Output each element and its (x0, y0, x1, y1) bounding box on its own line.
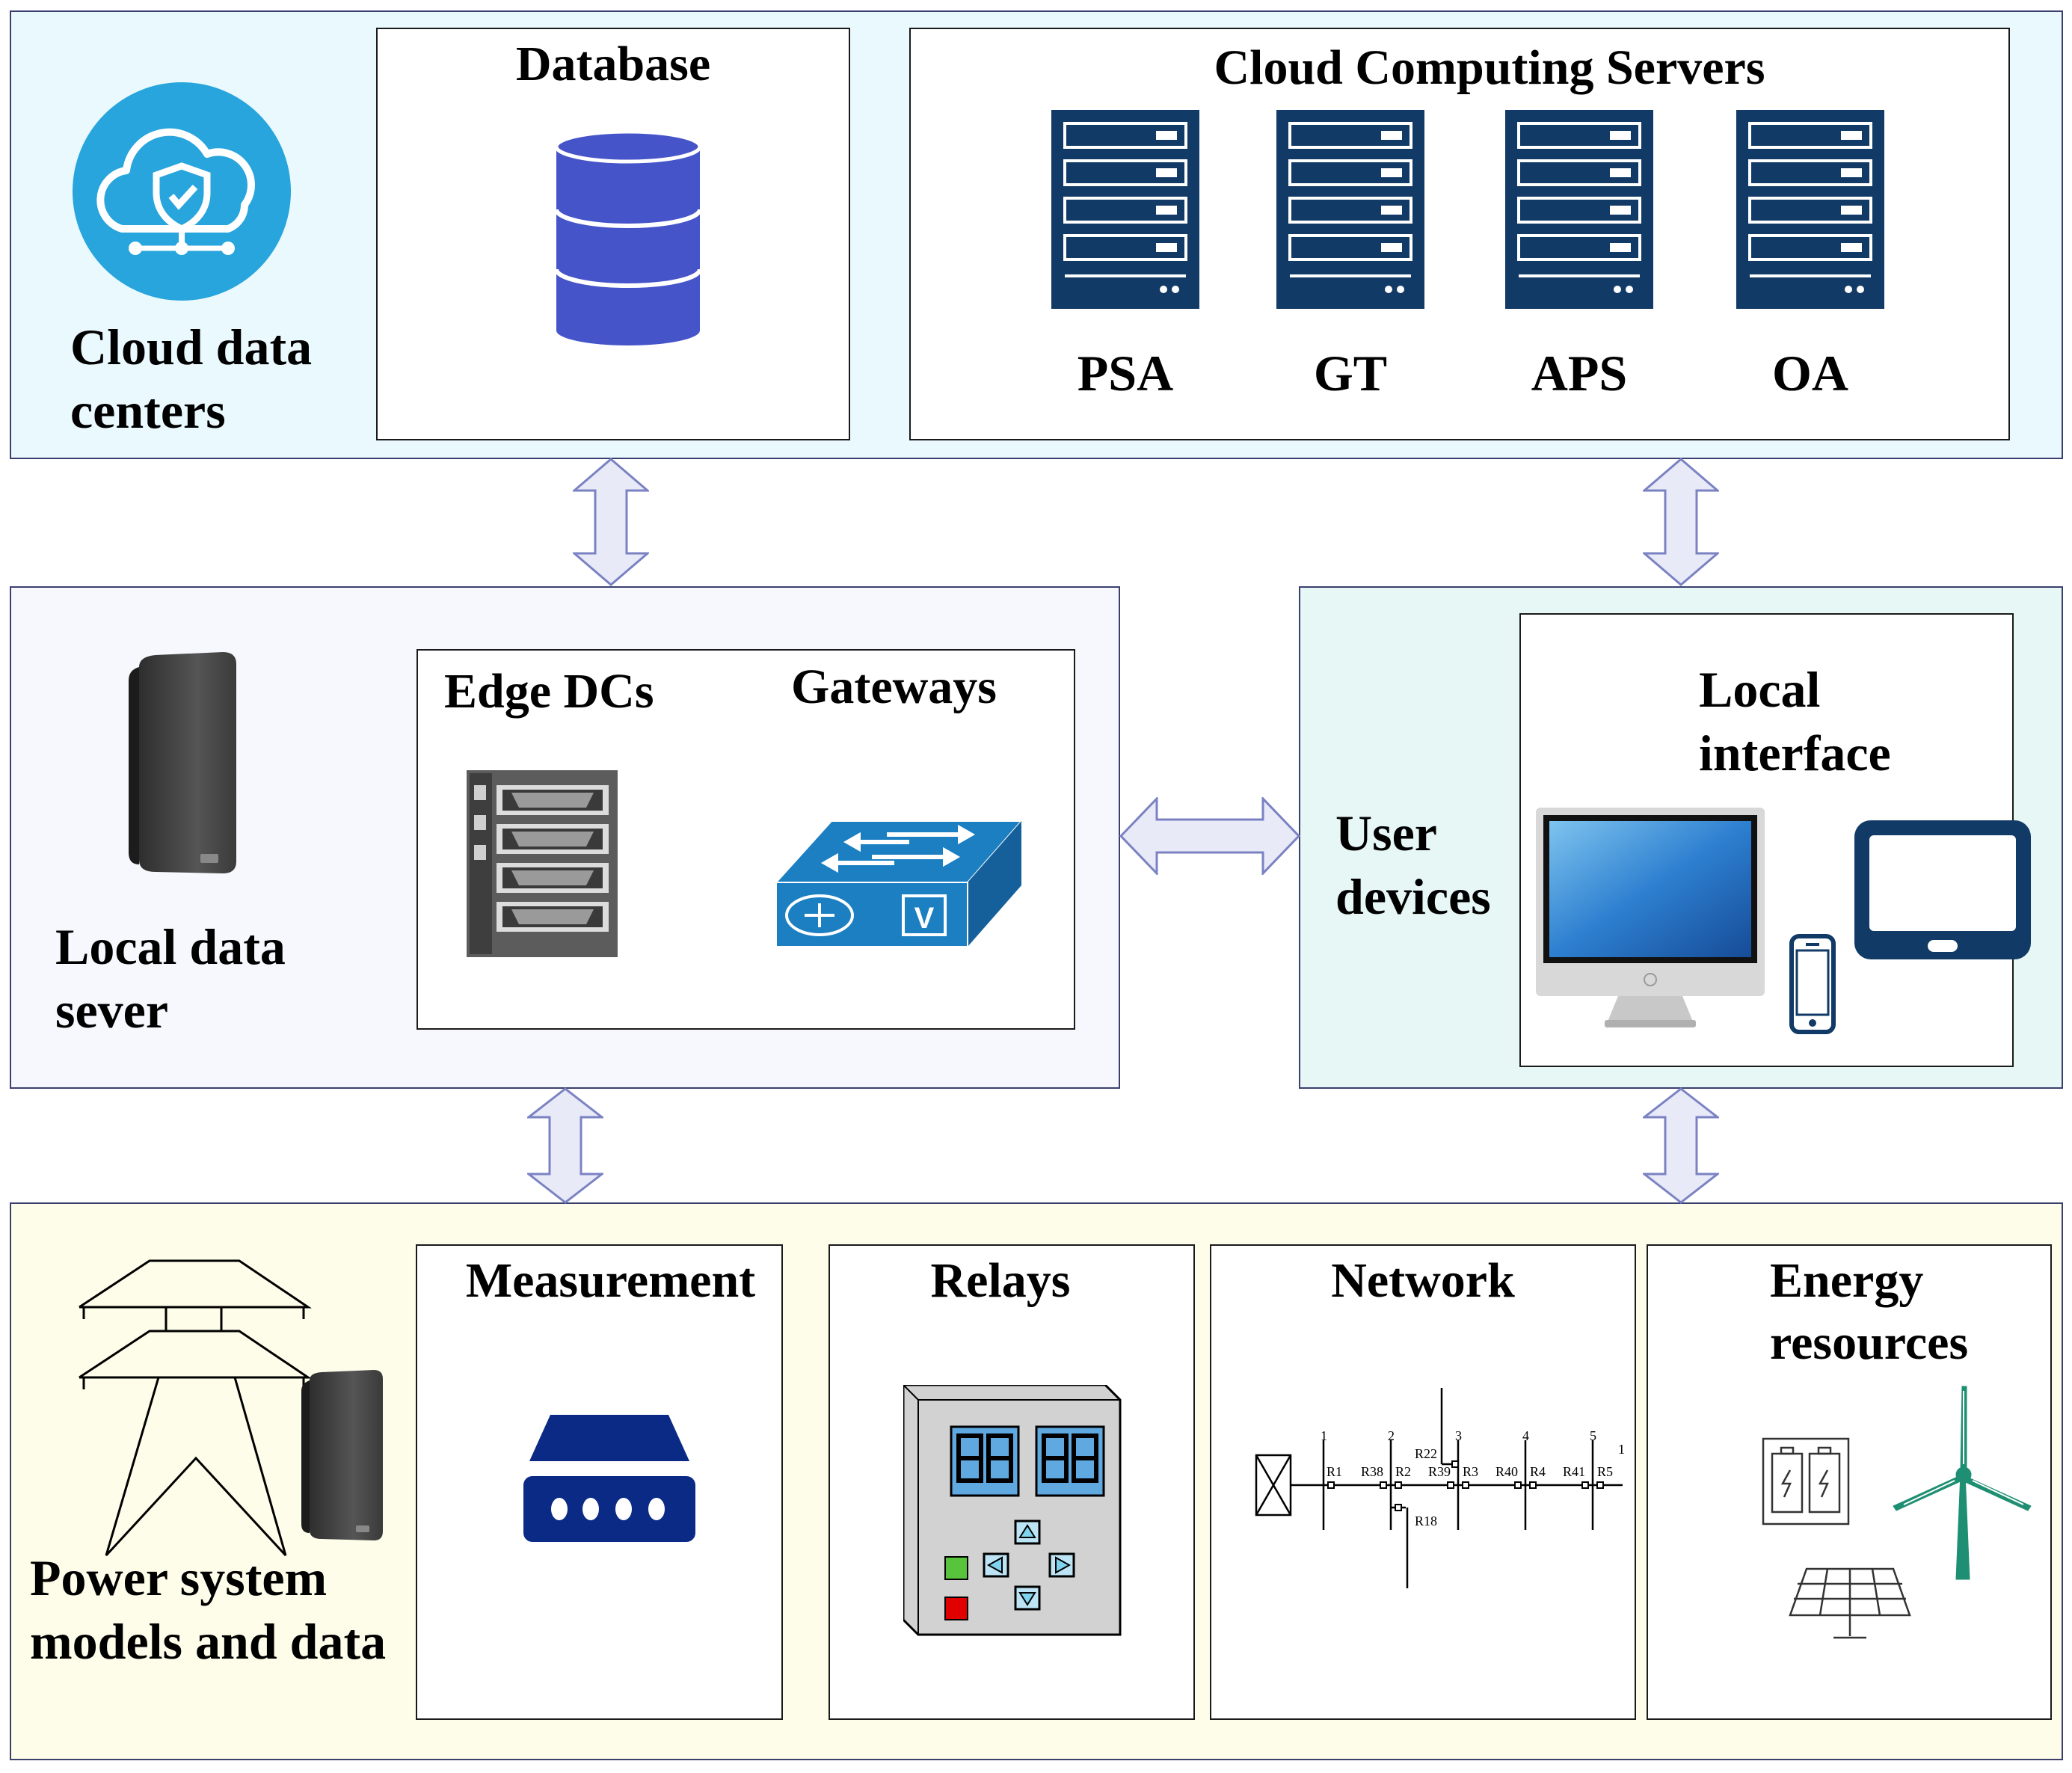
svg-text:4: 4 (1522, 1428, 1529, 1443)
cloud-servers-title: Cloud Computing Servers (1214, 40, 1765, 95)
server-rack-icon (1736, 110, 1884, 309)
svg-text:3: 3 (1455, 1428, 1462, 1443)
server-rack-icon (1505, 110, 1653, 309)
tablet-icon (1854, 820, 2031, 959)
measurement-title: Measurement (465, 1253, 756, 1308)
local-data-server-label: Local data sever (55, 918, 286, 1039)
database-title: Database (515, 37, 711, 91)
double-arrow-vertical (573, 458, 649, 586)
server-label-oa: OA (1772, 345, 1848, 402)
transmission-tower-icon (79, 1259, 312, 1557)
double-arrow-horizontal (1119, 797, 1300, 875)
energy-resources-box (1647, 1244, 2052, 1720)
svg-text:R5: R5 (1597, 1464, 1613, 1479)
svg-text:R39: R39 (1428, 1464, 1451, 1479)
cloud-shield-icon (73, 82, 291, 301)
edge-dc-rack-icon (467, 770, 618, 957)
svg-text:R38: R38 (1361, 1464, 1383, 1479)
server-label-gt: GT (1313, 345, 1388, 402)
user-devices-label: User devices (1335, 805, 1491, 925)
svg-text:R40: R40 (1495, 1464, 1518, 1479)
energy-resources-title: Energy resources (1770, 1253, 1969, 1370)
database-icon (555, 130, 701, 345)
svg-text:R2: R2 (1395, 1464, 1411, 1479)
gateway-switch-icon: V (775, 820, 1023, 947)
smartphone-icon (1789, 934, 1836, 1034)
svg-text:1: 1 (1321, 1428, 1327, 1443)
solar-panel-icon (1789, 1567, 1911, 1639)
svg-text:1: 1 (1618, 1442, 1625, 1457)
local-server-tower-icon (129, 652, 236, 873)
desktop-monitor-icon (1536, 808, 1765, 1027)
server-rack-icon (1051, 110, 1199, 309)
svg-text:R22: R22 (1415, 1446, 1437, 1461)
server-label-aps: APS (1531, 345, 1628, 402)
network-box (1210, 1244, 1636, 1720)
power-system-label: Power system models and data (30, 1549, 387, 1670)
svg-text:R18: R18 (1415, 1514, 1437, 1528)
measurement-device-icon (523, 1415, 695, 1542)
svg-text:2: 2 (1388, 1428, 1395, 1443)
edge-dcs-title: Edge DCs (444, 664, 654, 719)
double-arrow-vertical (1643, 1087, 1719, 1204)
gateways-title: Gateways (791, 660, 997, 714)
wind-turbine-icon (1893, 1386, 2032, 1580)
svg-text:V: V (914, 902, 935, 935)
server-rack-icon (1276, 110, 1424, 309)
svg-text:R4: R4 (1530, 1464, 1546, 1479)
double-arrow-vertical (527, 1087, 603, 1204)
relay-panel-icon (903, 1385, 1122, 1636)
relays-title: Relays (930, 1253, 1071, 1308)
cloud-data-centers-label: Cloud data centers (70, 319, 313, 439)
data-storage-tower-icon (301, 1370, 383, 1540)
network-single-line-diagram: 1 2 3 4 5 1 R1 R38 R2 R39 R3 R40 R4 R41 … (1255, 1388, 1625, 1588)
svg-text:5: 5 (1590, 1428, 1596, 1443)
server-label-psa: PSA (1077, 345, 1174, 402)
svg-text:R3: R3 (1463, 1464, 1478, 1479)
battery-storage-icon (1762, 1437, 1850, 1525)
local-interface-title: Local interface (1699, 661, 1891, 781)
double-arrow-vertical (1643, 458, 1719, 586)
svg-text:R41: R41 (1563, 1464, 1585, 1479)
network-title: Network (1331, 1253, 1515, 1308)
svg-text:R1: R1 (1326, 1464, 1342, 1479)
